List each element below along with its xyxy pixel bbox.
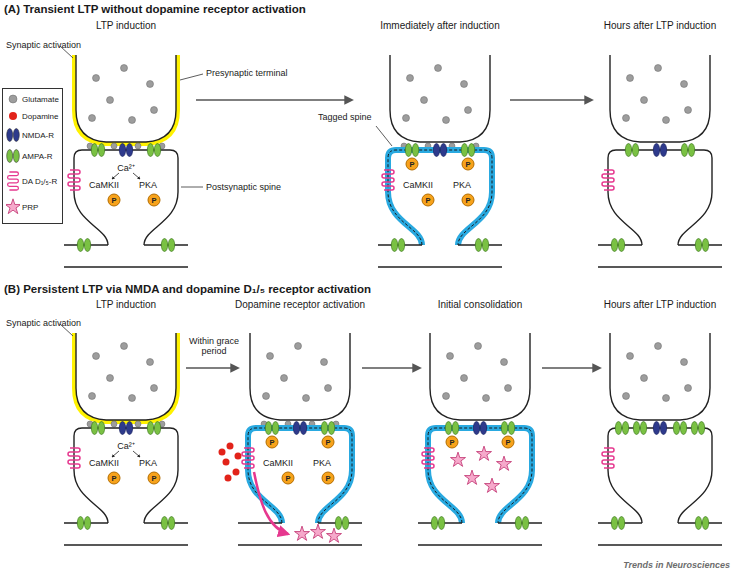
annotation: Tagged spine — [318, 112, 372, 122]
legend-row: Glutamate — [6, 93, 59, 105]
synapse-illustration — [418, 333, 542, 545]
stage-arrow — [362, 367, 420, 369]
watermark: Trends in Neurosciences — [623, 560, 730, 570]
panel-heading: (A) Transient LTP without dopamine recep… — [4, 3, 306, 16]
phospho-marker: P — [446, 436, 459, 449]
enzyme-label: PKA — [139, 458, 157, 468]
arrow-label: Within grace period — [182, 336, 246, 357]
ion-label: Ca²⁺ — [117, 163, 135, 173]
legend-row: Dopamine — [6, 110, 59, 122]
legend-symbol — [9, 112, 17, 120]
legend-swatch — [6, 127, 20, 143]
legend-text: NMDA-R — [22, 131, 54, 140]
phospho-marker: P — [422, 194, 435, 207]
annotation: Synaptic activation — [6, 318, 81, 328]
phospho-marker: P — [502, 436, 515, 449]
enzyme-label: CaMKII — [89, 458, 119, 468]
leader-line — [180, 74, 203, 80]
legend-swatch — [6, 110, 20, 122]
stage-arrow — [196, 99, 352, 101]
phospho-marker: P — [322, 472, 335, 485]
synapse-illustration — [598, 333, 722, 545]
synapse-illustration — [64, 333, 188, 545]
synapse-illustration — [64, 55, 188, 267]
legend-symbol — [9, 95, 17, 103]
phospho-marker: P — [406, 158, 419, 171]
legend-symbol — [7, 150, 20, 163]
legend-row: NMDA-R — [6, 127, 59, 143]
legend-text: PRP — [22, 203, 38, 212]
enzyme-label: CaMKII — [403, 180, 433, 190]
leader-line — [181, 187, 203, 188]
phospho-marker: P — [282, 472, 295, 485]
stage-arrow — [542, 367, 600, 369]
layout-lines — [60, 46, 600, 368]
legend-row: PRP — [6, 198, 59, 216]
legend-symbol — [6, 199, 20, 214]
phospho-marker: P — [266, 436, 279, 449]
stage-heading: Dopamine receptor activation — [235, 299, 365, 311]
legend-text: AMPA-R — [22, 152, 53, 161]
phospho-marker: P — [148, 194, 161, 207]
legend-symbol — [8, 172, 19, 190]
synapse-illustration — [378, 55, 502, 267]
legend-text: DA D₁/₅-R — [22, 177, 57, 186]
enzyme-label: PKA — [313, 458, 331, 468]
stage-heading: Hours after LTP induction — [604, 299, 716, 311]
legend-box: GlutamateDopamineNMDA-R AMPA-R DA D₁/₅-R PR… — [2, 88, 63, 224]
ion-label: Ca²⁺ — [117, 441, 135, 451]
legend-swatch — [6, 148, 20, 164]
synapse-illustration — [219, 333, 363, 545]
enzyme-label: PKA — [453, 180, 471, 190]
legend-row: DA D₁/₅-R — [6, 169, 59, 193]
phospho-marker: P — [108, 194, 121, 207]
phospho-marker: P — [148, 472, 161, 485]
stage-arrow — [510, 99, 592, 101]
annotation: Postsynaptic spine — [206, 182, 281, 192]
enzyme-label: PKA — [139, 180, 157, 190]
stage-heading: Initial consolidation — [438, 299, 523, 311]
enzyme-label: CaMKII — [263, 458, 293, 468]
legend-text: Dopamine — [22, 112, 58, 121]
stage-heading: LTP induction — [96, 20, 156, 32]
phospho-marker: P — [322, 436, 335, 449]
leader-line — [376, 126, 392, 146]
panel-heading: (B) Persistent LTP via NMDA and dopamine… — [4, 283, 371, 296]
phospho-marker: P — [462, 194, 475, 207]
phospho-marker: P — [462, 158, 475, 171]
legend-swatch — [6, 198, 20, 216]
legend-row: AMPA-R — [6, 148, 59, 164]
synapse-illustration — [598, 55, 722, 267]
legend-swatch — [6, 169, 20, 193]
legend-text: Glutamate — [22, 95, 59, 104]
stage-heading: Hours after LTP induction — [604, 20, 716, 32]
enzyme-label: CaMKII — [89, 180, 119, 190]
annotation: Presynaptic terminal — [206, 68, 288, 78]
stage-heading: Immediately after induction — [380, 20, 500, 32]
legend-symbol — [7, 129, 20, 142]
annotation: Synaptic activation — [6, 40, 81, 50]
stage-heading: LTP induction — [96, 299, 156, 311]
phospho-marker: P — [108, 472, 121, 485]
stage-arrow — [186, 367, 238, 369]
legend-swatch — [6, 93, 20, 105]
